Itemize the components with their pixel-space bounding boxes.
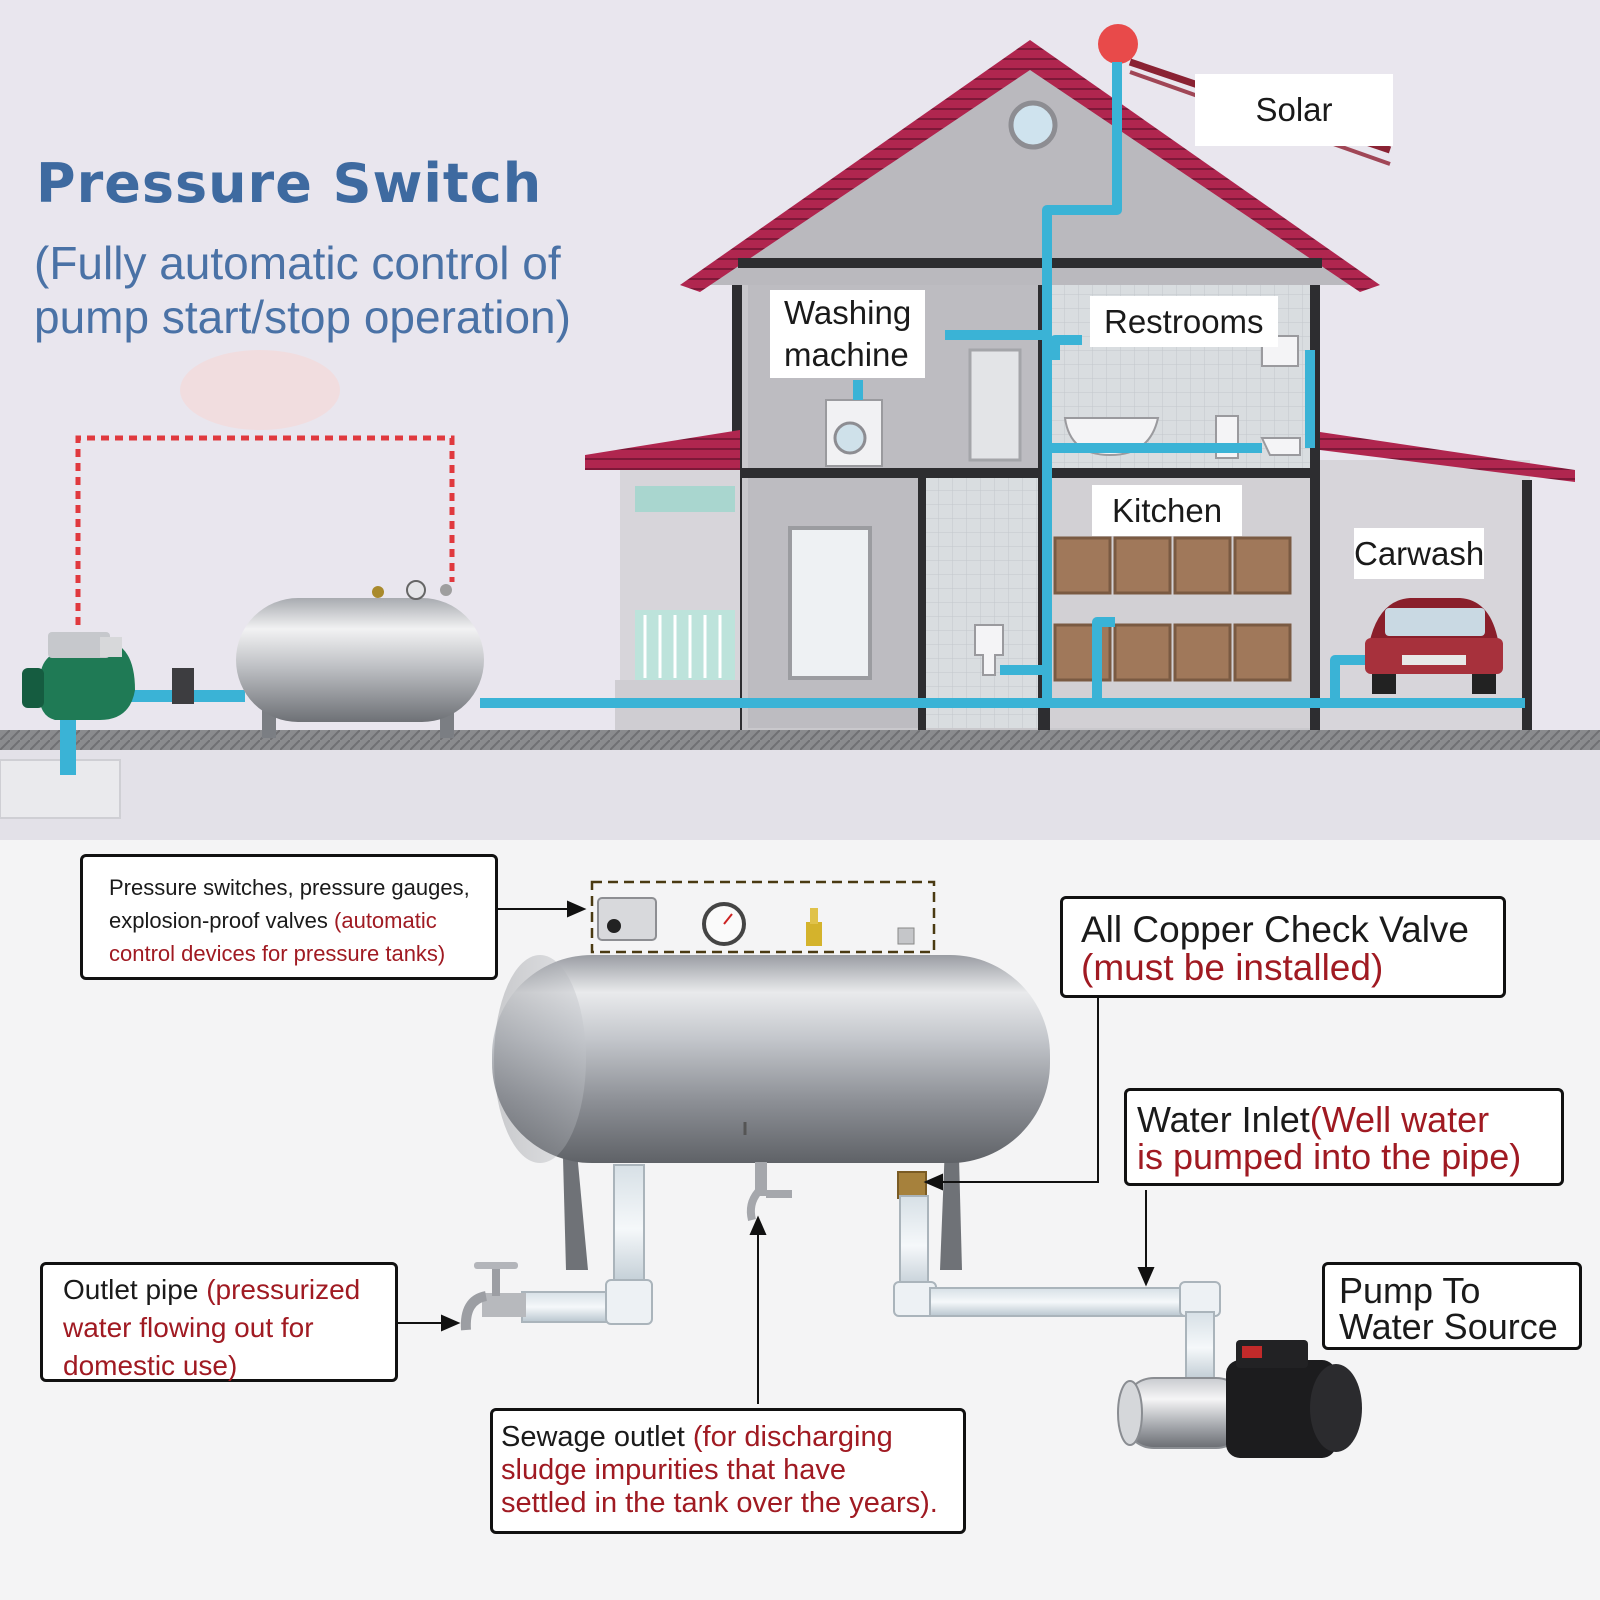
top-pump-assembly	[0, 632, 245, 819]
sewage-line-2: sludge impurities that have	[501, 1454, 846, 1486]
label-washing-line-2: machine	[784, 336, 909, 373]
pressure-tank	[492, 955, 1050, 1270]
pump-line-2: Water Source	[1339, 1306, 1558, 1347]
devices-dashed-box	[590, 880, 936, 954]
explosion-proof-valve	[806, 908, 822, 946]
sewage-line-1-red: (for discharging	[692, 1421, 893, 1453]
pressure-gauge	[702, 902, 746, 946]
label-carwash: Carwash	[1354, 528, 1485, 579]
devices-line-1: Pressure switches, pressure gauges,	[109, 875, 470, 900]
callout-pump: Pump To Water Source	[1322, 1262, 1582, 1350]
label-solar: Solar	[1195, 74, 1393, 146]
outlet-line-1: Outlet pipe (pressurized	[63, 1271, 395, 1309]
sewage-line-3: settled in the tank over the years).	[501, 1487, 938, 1519]
page-subtitle: (Fully automatic control of pump start/s…	[34, 236, 674, 344]
main-supply-pipe	[480, 698, 1525, 708]
water-inlet-line-1-red: (Well water	[1309, 1099, 1490, 1140]
devices-line-2-red: (automatic	[334, 908, 437, 933]
subtitle-line-1: (Fully automatic control of	[34, 237, 561, 289]
outlet-tap	[460, 1262, 526, 1331]
outlet-pipe	[521, 1164, 653, 1325]
inlet-pipe	[893, 1195, 1221, 1385]
pump-line-1: Pump To	[1339, 1270, 1481, 1311]
water-inlet-line-1-black: Water Inlet	[1137, 1099, 1310, 1140]
callout-devices: Pressure switches, pressure gauges, expl…	[80, 854, 498, 980]
check-valve-line-2: (must be installed)	[1081, 947, 1384, 988]
outlet-line-1-black: Outlet pipe	[63, 1274, 207, 1305]
ground-strip	[0, 730, 1600, 750]
outlet-line-1-red: (pressurized	[206, 1274, 361, 1305]
callout-water-inlet: Water Inlet(Well water is pumped into th…	[1124, 1088, 1564, 1186]
sewage-tap	[746, 1162, 792, 1221]
car	[1365, 598, 1503, 694]
outlet-line-2: water flowing out for	[63, 1312, 314, 1343]
callout-check-valve: All Copper Check Valve (must be installe…	[1060, 896, 1506, 998]
subtitle-line-2: pump start/stop operation)	[34, 291, 571, 343]
page-title: Pressure Switch	[36, 152, 543, 215]
top-pressure-tank	[236, 580, 484, 738]
label-restrooms: Restrooms	[1090, 296, 1278, 347]
house-pipes	[853, 62, 1365, 705]
label-washing-machine: Washing machine	[770, 290, 926, 378]
check-valve-line-1: All Copper Check Valve	[1081, 909, 1469, 950]
devices-line-3: control devices for pressure tanks)	[109, 941, 446, 966]
callout-outlet: Outlet pipe (pressurized water flowing o…	[40, 1262, 398, 1382]
water-inlet-line-2: is pumped into the pipe)	[1137, 1136, 1522, 1177]
check-valve	[897, 1171, 927, 1199]
devices-line-2: explosion-proof valves (automatic	[109, 904, 495, 937]
outlet-line-3: domestic use)	[63, 1350, 238, 1381]
callout-sewage: Sewage outlet (for discharging sludge im…	[490, 1408, 966, 1534]
label-washing-line-1: Washing	[784, 294, 912, 331]
callout-arrows	[398, 900, 1155, 1404]
sewage-line-1: Sewage outlet (for discharging	[501, 1421, 963, 1454]
devices-line-2-black: explosion-proof valves	[109, 908, 335, 933]
label-kitchen: Kitchen	[1092, 485, 1243, 536]
water-inlet-line-1: Water Inlet(Well water	[1137, 1101, 1561, 1138]
water-pump	[1117, 1340, 1362, 1458]
sewage-line-1-black: Sewage outlet	[501, 1421, 693, 1453]
pressure-switch-device	[597, 897, 657, 941]
control-wire	[75, 435, 455, 625]
